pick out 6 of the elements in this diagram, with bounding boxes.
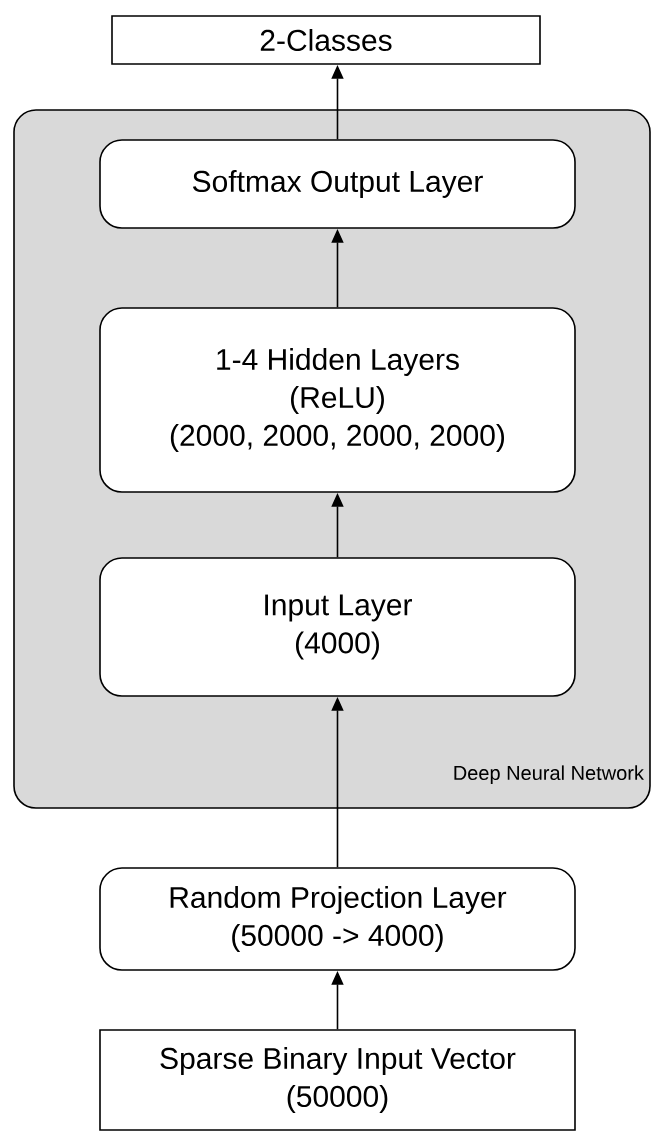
layer-box: 2-Classes [111,15,541,65]
layer-box: 1-4 Hidden Layers (ReLU) (2000, 2000, 2000, 2000) [99,307,576,493]
layer-box: Input Layer (4000) [99,557,576,697]
layer-box: Random Projection Layer (50000 -> 4000) [99,867,576,971]
layer-box: Sparse Binary Input Vector (50000) [99,1029,576,1131]
layer-box: Softmax Output Layer [99,139,576,229]
